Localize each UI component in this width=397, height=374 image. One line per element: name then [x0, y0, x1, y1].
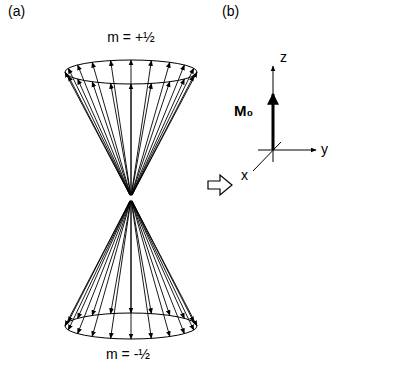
axes [253, 66, 316, 171]
spin-vector [65, 201, 130, 326]
spin-vector [132, 201, 185, 319]
spin-vector [132, 201, 197, 326]
hollow-arrow [208, 175, 232, 195]
panel-label: (a) [8, 4, 25, 19]
spin-vector [132, 65, 185, 195]
spin-vector [68, 201, 130, 322]
spin-vector [78, 201, 131, 319]
y-axis [258, 150, 316, 151]
spin-vector [132, 72, 197, 195]
spin-vector [132, 68, 194, 195]
upper-spin-cone [65, 60, 197, 195]
spin-vector [132, 76, 194, 196]
spin-vector [92, 62, 130, 195]
spin-vector [131, 201, 151, 314]
spin-vector [132, 201, 170, 337]
x-axis [253, 142, 281, 171]
panel-label: (b) [222, 4, 239, 19]
magnetization-vector [272, 94, 275, 150]
spin-vector [111, 61, 131, 195]
state-label: m = +½ [107, 30, 154, 45]
vector-label: M₀ [234, 103, 253, 120]
lower-spin-cone [65, 201, 197, 339]
spin-vector [92, 82, 130, 195]
spin-vector [92, 201, 130, 316]
spin-vector [132, 201, 194, 322]
spin-vector [78, 65, 131, 195]
z-axis [273, 66, 274, 162]
state-label: m = -½ [106, 347, 150, 362]
spin-vector [131, 83, 151, 195]
spin-vector [68, 201, 130, 330]
spin-vector [131, 60, 132, 195]
axis-label: x [241, 168, 248, 183]
spin-vector [132, 82, 170, 195]
spin-vector [132, 201, 185, 334]
spin-vector [131, 201, 132, 339]
spin-vector [131, 201, 132, 313]
spin-vector [65, 72, 130, 195]
spin-vector [132, 201, 170, 316]
spin-vector [111, 201, 131, 314]
axis-label: z [280, 50, 287, 65]
axis-label: y [321, 142, 328, 157]
spin-vector [78, 201, 131, 334]
